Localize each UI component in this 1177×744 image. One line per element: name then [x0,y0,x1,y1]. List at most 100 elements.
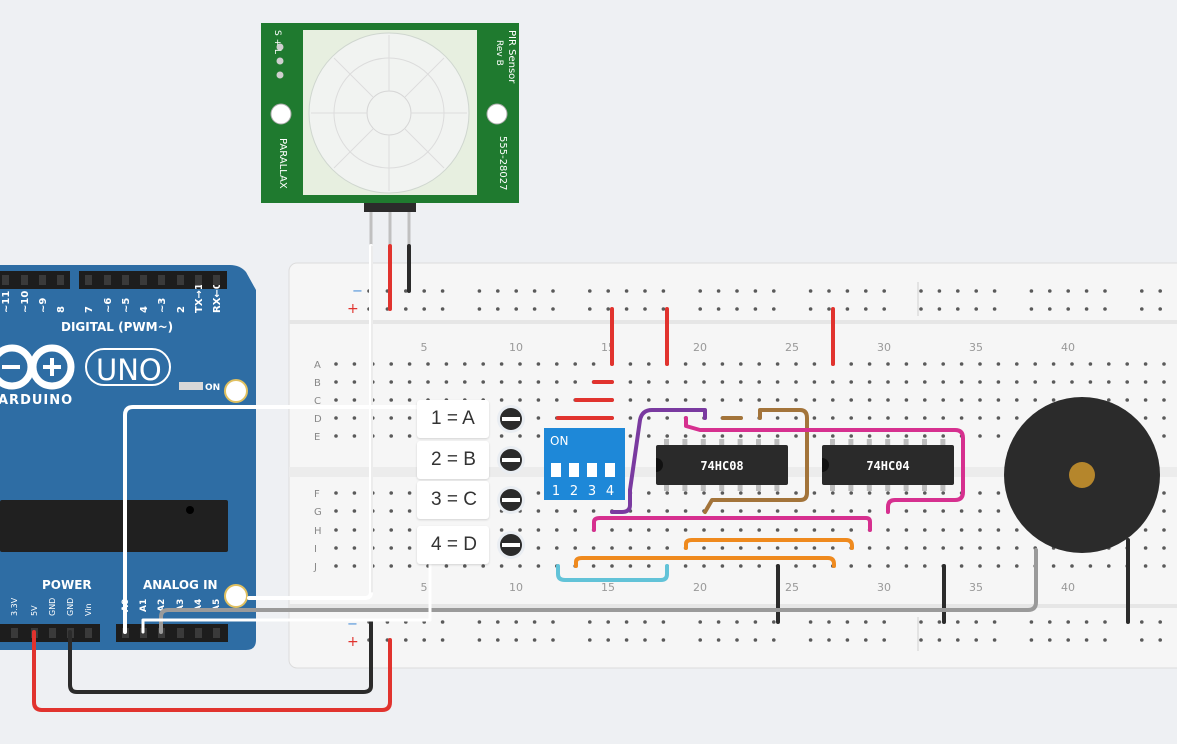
wire-orange-lower[interactable] [574,556,836,568]
digital-pin-socket[interactable] [104,275,111,285]
rail-hole [1084,620,1089,624]
wire-cyan[interactable] [556,564,669,582]
hole [1125,380,1129,384]
rail-hole [864,620,868,624]
rail-hole [1103,620,1107,624]
power-pin-socket[interactable] [85,628,92,638]
hole [1162,546,1166,550]
dip-key-lever[interactable] [587,452,597,463]
dip-key-slot[interactable] [587,452,597,477]
hole [334,380,338,384]
rail-hole [643,289,647,293]
rail-hole [551,638,555,642]
digital-pin-label: ~11 [1,291,12,313]
dip-key-slot[interactable] [605,452,615,477]
dip-key-lever[interactable] [605,452,615,463]
digital-pin-socket[interactable] [2,275,9,285]
wire-pir-signal[interactable] [247,244,373,600]
rail-hole [753,638,758,642]
wire-arduino-5v[interactable] [32,630,392,712]
chip-74hc08-body [656,445,788,485]
power-pin-socket[interactable] [49,628,56,638]
rail-hole [937,620,942,624]
pir-pins-label: S + L [272,30,282,54]
dip-key-slot[interactable] [551,452,561,477]
pushbuttons[interactable] [497,405,525,559]
analog-pin-socket[interactable] [177,628,184,638]
rail-hole [845,307,850,311]
hole [923,528,927,532]
digital-pin-socket[interactable] [122,275,129,285]
hole [904,380,909,384]
hole [812,564,817,568]
digital-pin-socket[interactable] [195,275,202,285]
wire-arduino-gnd[interactable] [68,620,373,694]
pir-connector [364,203,416,212]
rail-hole [1066,638,1070,642]
wire-buzzer-signal[interactable] [159,548,1038,634]
hole [665,528,669,532]
wire-magenta[interactable] [684,416,965,514]
digital-pin-socket[interactable] [57,275,64,285]
analog-pin-socket[interactable] [195,628,202,638]
pir-sensor[interactable]: S + L PARALLAX PIR Sensor Rev B 555-2802… [261,23,519,248]
wire-orange-upper[interactable] [684,538,854,550]
digital-pin-socket[interactable] [21,275,28,285]
chip-74hc08[interactable]: 74HC08 [656,445,788,485]
rail-plus-top: + [347,301,359,317]
rail-hole [422,638,427,642]
hole [904,546,909,550]
rail-hole [735,307,739,311]
digital-pin-socket[interactable] [158,275,165,285]
dip-key-slot[interactable] [569,452,579,477]
wire-label-a-to-arduino[interactable] [123,405,432,634]
wire-brown[interactable] [703,408,809,514]
rail-hole [588,307,592,311]
power-pin-label: 5V [30,605,39,616]
power-pin-socket[interactable] [11,628,18,638]
rail-hole [753,620,758,624]
hole [1162,380,1166,384]
pushbutton-icon [502,498,520,502]
hole [1143,416,1148,420]
digital-pin-socket[interactable] [213,275,220,285]
analog-pin-socket[interactable] [213,628,220,638]
hole [1143,546,1148,550]
dip-key-lever[interactable] [569,452,579,463]
wire-purple[interactable] [610,488,632,514]
digital-pin-socket[interactable] [39,275,46,285]
hole [1162,564,1166,568]
hole [959,380,964,384]
digital-pin-socket[interactable] [177,275,184,285]
hole [1088,564,1093,568]
wire-label-d-to-arduino[interactable] [141,558,432,634]
rail-hole [956,620,960,624]
wire-magenta-lower[interactable] [592,516,872,532]
hole [812,491,817,495]
hole [665,491,669,495]
rail-hole [532,307,537,311]
hole [941,509,945,513]
pir-pad-plus [276,57,284,65]
digital-pin-socket[interactable] [140,275,147,285]
chip-74hc04[interactable]: 74HC04 [822,445,954,485]
rail-hole [661,289,666,293]
piezo-buzzer[interactable] [1004,397,1160,553]
rail-hole [496,638,500,642]
hole [849,434,853,438]
chip-pin [682,439,688,445]
dip-key-lever[interactable] [551,452,561,463]
hole [1162,528,1166,532]
hole [499,528,504,532]
hole [481,380,486,384]
digital-pin-socket[interactable] [85,275,92,285]
column-number: 35 [969,341,983,354]
wire-purple-top[interactable] [628,408,707,492]
rail-hole [882,638,886,642]
hole [757,380,761,384]
